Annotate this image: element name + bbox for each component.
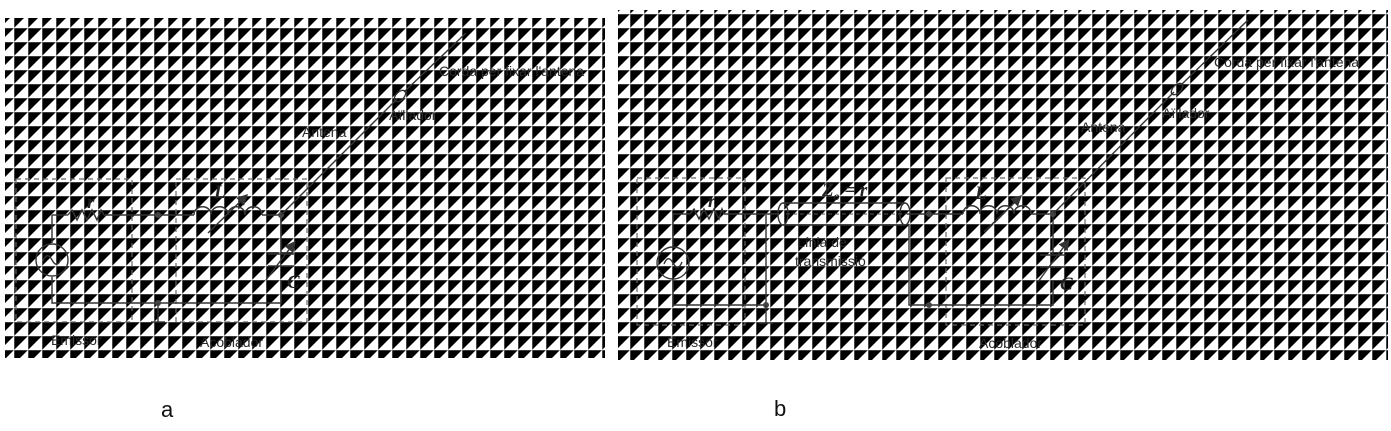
ac-source-icon bbox=[35, 243, 69, 277]
panel-b: r Zo = r Línia de transmissió L bbox=[636, 19, 1359, 421]
junction-dot bbox=[926, 211, 932, 217]
grid-background-a bbox=[5, 18, 605, 358]
rope-line bbox=[403, 32, 467, 93]
coupler-box bbox=[945, 177, 1086, 326]
coupler-label: Acoblador bbox=[200, 334, 263, 350]
line-label-1: Línia de bbox=[797, 234, 847, 250]
panel-b-caption: b bbox=[774, 396, 786, 421]
emitter-box bbox=[636, 177, 746, 326]
grid-background-b bbox=[618, 10, 1388, 360]
coupler-label: Acoblador bbox=[979, 335, 1042, 351]
ground-icon bbox=[151, 303, 165, 323]
line-impedance-subscript: o bbox=[834, 189, 840, 203]
junction-dot bbox=[926, 302, 932, 308]
line-impedance-rhs: = r bbox=[840, 180, 868, 201]
coupler-box bbox=[175, 178, 308, 323]
junction-dot bbox=[155, 212, 161, 218]
rope-line bbox=[1180, 19, 1249, 86]
antenna-label: Antena bbox=[302, 124, 347, 140]
antenna-wire bbox=[280, 98, 398, 216]
inductor-symbol: L bbox=[974, 183, 987, 204]
emitter-label: Emissor bbox=[667, 334, 718, 350]
panel-a: r L C Emissor Acoblador Antena bbox=[15, 32, 584, 422]
wire bbox=[51, 277, 282, 304]
ac-source-icon bbox=[656, 246, 690, 280]
resistor-icon bbox=[689, 206, 725, 221]
wire bbox=[672, 215, 767, 306]
emitter-label: Emissor bbox=[51, 332, 102, 348]
inductor-symbol: L bbox=[213, 182, 226, 203]
inductor-icon bbox=[193, 194, 263, 234]
transmission-line-icon bbox=[777, 202, 911, 226]
variable-capacitor-icon bbox=[265, 240, 296, 281]
resistor-symbol: r bbox=[708, 191, 716, 212]
insulator-label: Aïllador bbox=[389, 107, 437, 123]
resistor-icon bbox=[67, 208, 105, 222]
rope-label: Corda per fixar l'antena bbox=[1214, 54, 1359, 70]
panel-a-caption: a bbox=[161, 397, 174, 422]
capacitor-symbol: C bbox=[1060, 274, 1073, 295]
antenna-label: Antena bbox=[1081, 119, 1126, 135]
insulator-label: Aïllador bbox=[1162, 105, 1210, 121]
wire bbox=[908, 224, 1054, 306]
variable-capacitor-icon bbox=[1037, 238, 1070, 283]
line-impedance-symbol: Z bbox=[821, 180, 834, 201]
emitter-box bbox=[15, 178, 133, 323]
antenna-wire bbox=[1052, 91, 1175, 215]
line-impedance-label: Zo = r bbox=[821, 180, 868, 203]
rope-label: Corda per fixar l'antena bbox=[439, 63, 584, 79]
ground-icon bbox=[759, 305, 773, 324]
capacitor-symbol: C bbox=[287, 272, 300, 293]
line-label-2: transmissió bbox=[795, 253, 866, 269]
resistor-symbol: r bbox=[87, 192, 95, 213]
inductor-icon bbox=[962, 195, 1032, 233]
